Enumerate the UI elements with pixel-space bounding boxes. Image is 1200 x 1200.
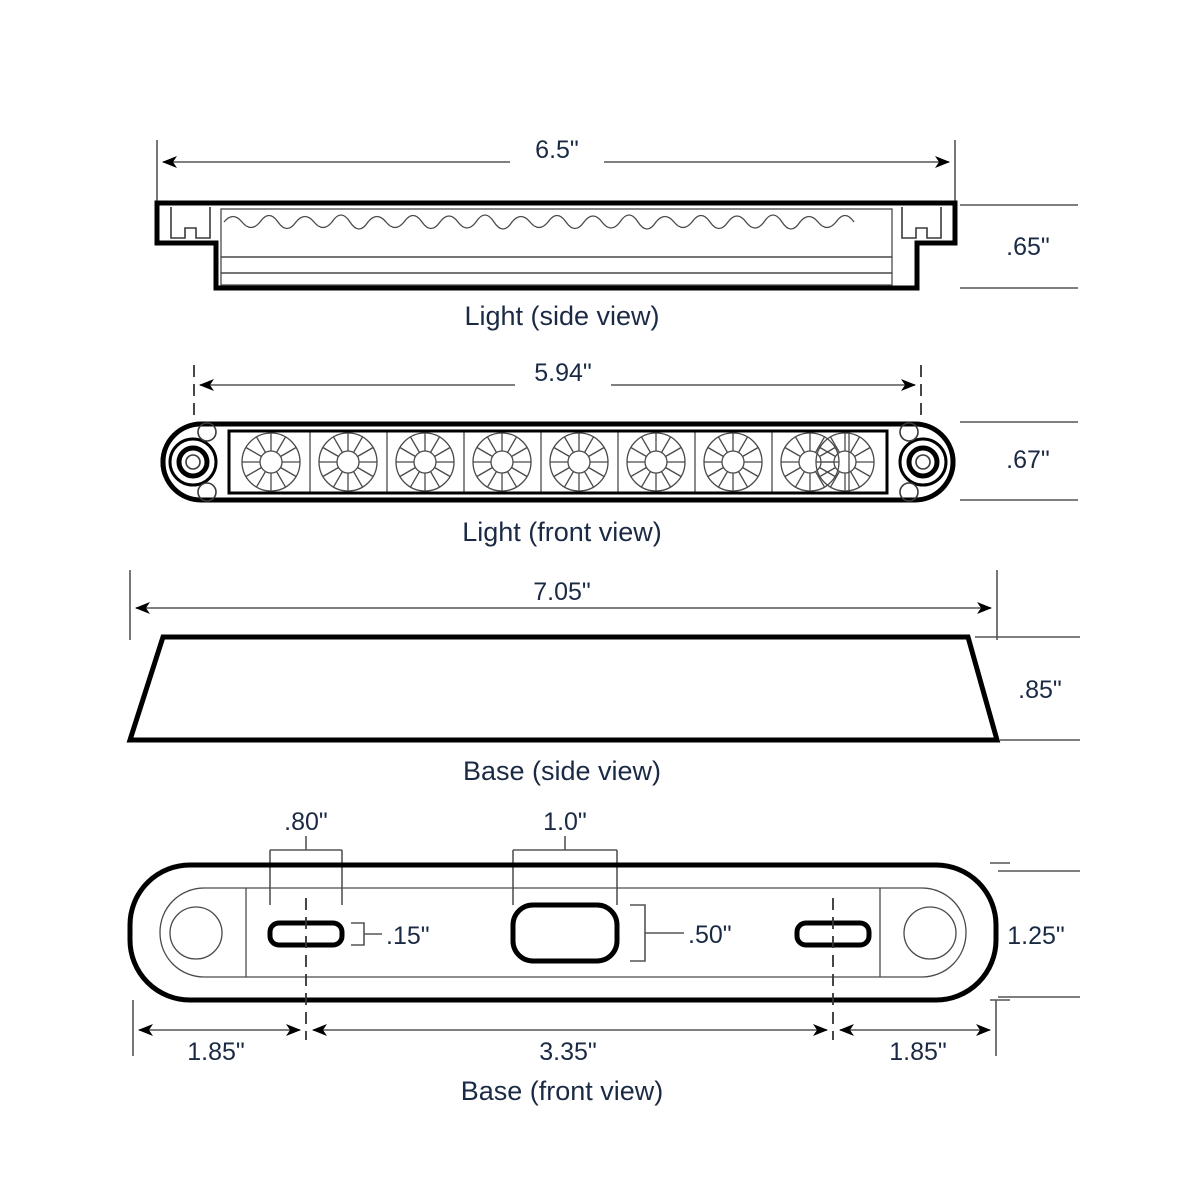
dimension-label-left-span: 1.85" (187, 1038, 245, 1066)
led-lens (472, 432, 532, 492)
left-flange-detail (170, 207, 211, 239)
dim50-bracket (630, 904, 646, 962)
dimension-label-light-front-length: 5.94" (534, 359, 592, 387)
lens-scallop-profile (223, 214, 855, 230)
lens-window-frame-overlay-2 (227, 429, 889, 495)
view-base-side: 7.05" .85" Base (side view) (126, 570, 1080, 786)
view-base-front: .80" 1.0" (127, 808, 1080, 1106)
dim-text-mask (510, 135, 604, 163)
caption-light-side: Light (side view) (464, 301, 659, 331)
caption-base-front: Base (front view) (461, 1076, 664, 1106)
dimension-label-center-span: 3.35" (539, 1038, 597, 1066)
left-mount-hole-overlay (168, 437, 218, 487)
view-light-front: 5.94" (160, 358, 1078, 547)
base-front-inner-recess (159, 887, 967, 978)
led-lens (549, 432, 609, 492)
lens-top-mask (163, 416, 953, 425)
led-lens (318, 432, 378, 492)
led-lens (703, 432, 763, 492)
dimension-label-small-slot-height: .15" (386, 922, 430, 950)
dimension-label-light-front-height: .67" (1006, 446, 1050, 474)
caption-light-front: Light (front view) (462, 517, 662, 547)
led-lens (815, 432, 875, 492)
body-band-upper (220, 256, 893, 274)
led-lens-array (241, 432, 875, 492)
base-left-mount-hole (169, 906, 223, 960)
left-screw-hole-top-overlay (197, 422, 217, 442)
dim-text-mask-2 (515, 358, 611, 386)
base-right-mount-hole (903, 906, 957, 960)
dimension-label-base-side-length: 7.05" (533, 578, 591, 606)
body-band-lower (220, 272, 893, 286)
led-lens (241, 432, 301, 492)
dimension-label-light-side-length: 6.5" (535, 136, 579, 164)
right-screw-hole-bottom-overlay (899, 482, 919, 502)
dim15-bracket (351, 922, 365, 946)
right-flange-detail (901, 207, 942, 239)
dimension-label-light-side-height: .65" (1006, 233, 1050, 261)
view-light-side: 6.5" .65" Light (side view) (154, 135, 1078, 331)
right-mount-hole-overlay (898, 437, 948, 487)
light-front-body-outline-overlay (160, 421, 956, 503)
led-lens (395, 432, 455, 492)
lens-cavity-rect (220, 208, 893, 258)
caption-base-side: Base (side view) (463, 756, 661, 786)
base-side-profile (126, 634, 1001, 743)
dimension-label-base-side-height: .85" (1018, 676, 1062, 704)
light-side-housing-outline (154, 200, 958, 291)
right-screw-hole-top-overlay (899, 422, 919, 442)
left-screw-hole-bottom-overlay (197, 482, 217, 502)
lens-cell-separators (309, 431, 850, 493)
base-front-outline (127, 862, 999, 1003)
base-center-slot (510, 902, 620, 964)
dimension-label-center-slot-width: 1.0" (543, 808, 587, 836)
led-lens (626, 432, 686, 492)
dimension-label-right-span: 1.85" (889, 1038, 947, 1066)
dimension-label-small-slot-width: .80" (284, 808, 328, 836)
dimension-label-center-slot-height: .50" (688, 921, 732, 949)
dimension-label-base-front-height: 1.25" (1007, 922, 1065, 950)
dim-text-mask-3 (512, 578, 612, 606)
